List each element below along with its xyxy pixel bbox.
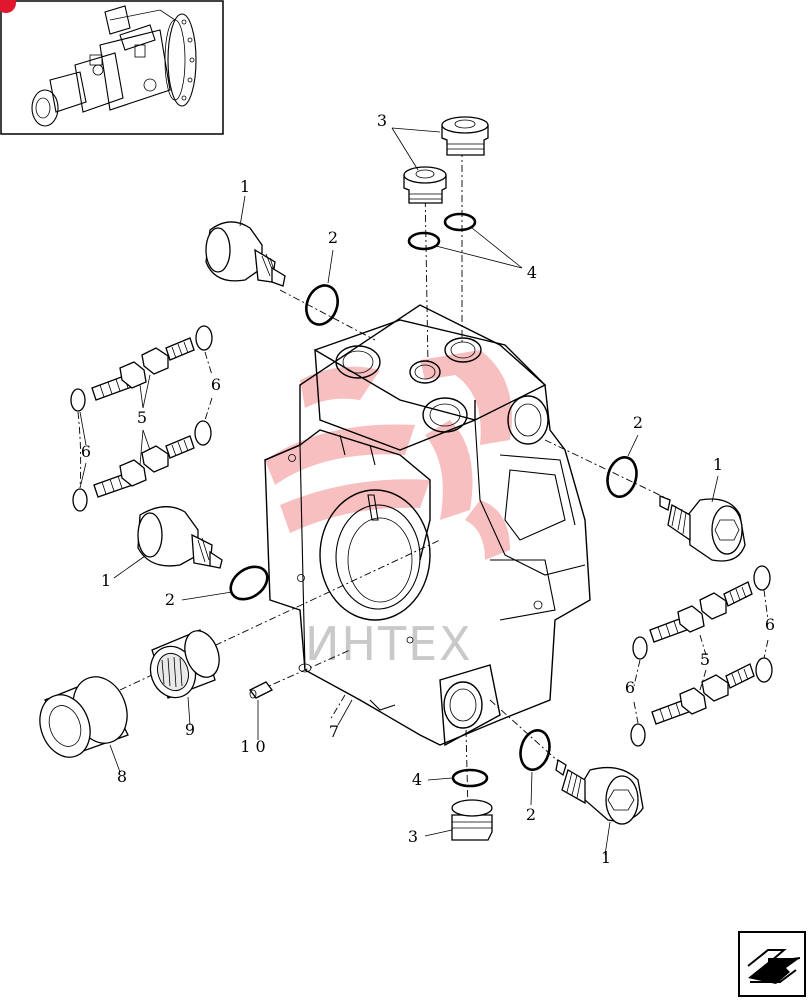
callout-c4b: 4 (412, 770, 422, 789)
relief-valve-top-left (205, 195, 286, 287)
plug-top-large (441, 116, 489, 156)
housing-leader (337, 699, 353, 726)
inset-thumbnail (0, 0, 224, 135)
callout-c6c: 6 (765, 615, 775, 634)
callout-c5a: 5 (137, 408, 147, 427)
callout-c1a: 1 (240, 177, 250, 196)
next-page-arrow-icon[interactable] (738, 931, 806, 997)
watermark-text: ИНТЕХ (305, 617, 473, 671)
plug-bottom (424, 799, 493, 841)
callout-labels: 1 2 3 4 6 5 6 2 1 1 2 6 5 6 9 1 0 7 8 4 2 3 1 (81, 111, 775, 867)
pin (249, 681, 273, 740)
callout-c1d: 1 (601, 848, 611, 867)
plug-top-small (403, 166, 447, 204)
callout-c6d: 6 (625, 678, 635, 697)
callout-c2c: 2 (165, 590, 175, 609)
sleeve (39, 676, 129, 773)
oring-2 (181, 249, 639, 806)
callout-c3b: 3 (408, 827, 418, 846)
relief-valve-right (659, 475, 746, 562)
oring-4-bottom (427, 768, 489, 788)
callout-c8: 8 (117, 767, 127, 786)
callout-c5b: 5 (700, 650, 710, 669)
callout-c10: 1 0 (240, 737, 265, 756)
callout-c6b: 6 (81, 442, 91, 461)
callout-c1b: 1 (713, 455, 723, 474)
callout-c2d: 2 (526, 805, 536, 824)
callout-c1c: 1 (101, 571, 111, 590)
bushing (149, 629, 220, 726)
callout-leaders-3 (391, 127, 441, 171)
assembly-lines (119, 150, 671, 811)
callout-c4a: 4 (527, 263, 537, 282)
callout-c7: 7 (329, 722, 339, 741)
inset-marker-icon (0, 0, 16, 13)
bolts-right (630, 565, 773, 747)
valve-housing (264, 304, 591, 747)
bolts-left (70, 325, 213, 512)
callout-c2b: 2 (633, 413, 643, 432)
oring-4-top (407, 212, 523, 269)
callout-c6a: 6 (211, 375, 221, 394)
watermark-logo: ИНТЕХ (265, 350, 512, 671)
callout-c3a: 3 (377, 111, 387, 130)
callout-c9: 9 (185, 720, 195, 739)
relief-valve-mid-left (113, 506, 223, 579)
relief-valve-bottom-right (555, 758, 644, 856)
callout-c2a: 2 (328, 228, 338, 247)
